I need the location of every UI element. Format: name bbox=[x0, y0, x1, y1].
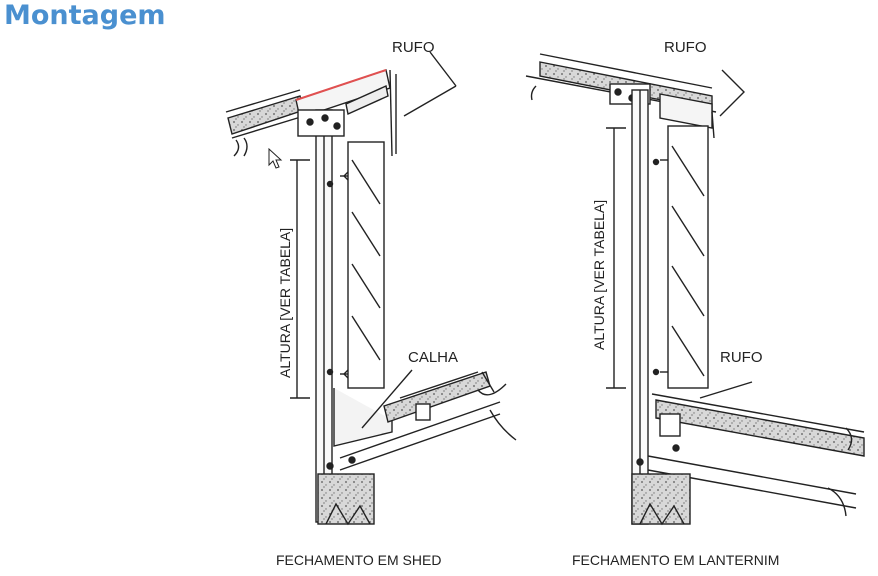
shed-top-flashing bbox=[295, 69, 397, 157]
lanternim-caption: FECHAMENTO EM LANTERNIM bbox=[572, 552, 779, 568]
lanternim-rufo-bottom-label: RUFO bbox=[720, 349, 763, 366]
shed-footing bbox=[317, 473, 375, 526]
shed-height-label: ALTURA [VER TABELA] bbox=[277, 228, 293, 378]
lanternim-rufo-top-label: RUFO bbox=[664, 39, 707, 56]
shed-gutter bbox=[333, 371, 517, 471]
lanternim-louver-panel bbox=[660, 125, 709, 389]
lanternim-height-label: ALTURA [VER TABELA] bbox=[591, 200, 607, 350]
lanternim-lower-rufo-leader bbox=[699, 381, 753, 399]
shed-louver-panel bbox=[340, 141, 385, 389]
lanternim-height-dimension bbox=[606, 127, 626, 389]
shed-roof-panel bbox=[225, 89, 305, 157]
lanternim-vertical-post bbox=[631, 89, 680, 525]
lanternim-top-flashing bbox=[659, 69, 745, 139]
shed-calha-leader bbox=[361, 369, 413, 429]
shed-vertical-post bbox=[297, 109, 356, 523]
shed-height-dimension bbox=[290, 159, 310, 399]
shed-rufo-leader bbox=[403, 85, 457, 117]
mouse-pointer-icon bbox=[268, 148, 283, 169]
shed-calha-label: CALHA bbox=[408, 349, 458, 366]
shed-caption: FECHAMENTO EM SHED bbox=[276, 552, 441, 568]
lanternim-detail bbox=[525, 53, 865, 526]
shed-detail bbox=[225, 51, 517, 526]
lanternim-footing bbox=[631, 473, 691, 526]
shed-rufo-label: RUFO bbox=[392, 39, 435, 56]
slide-title: Montagem bbox=[4, 0, 166, 31]
